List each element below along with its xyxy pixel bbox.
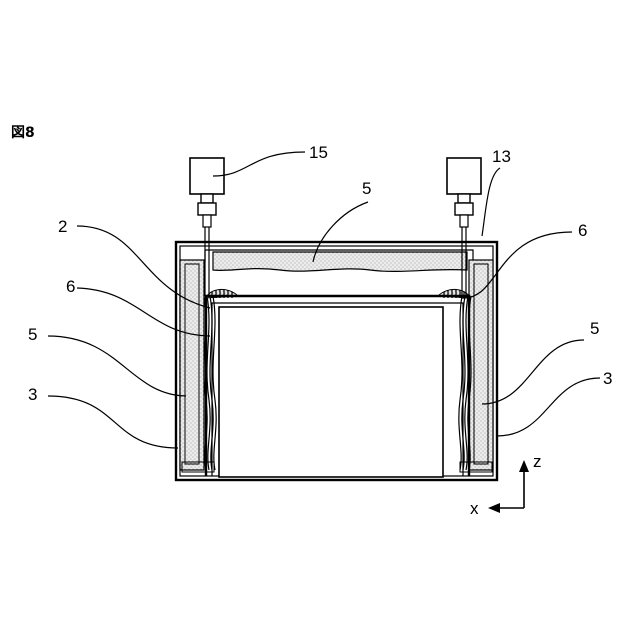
label-gap-filler-right: 6 — [578, 221, 587, 240]
x-arrow-icon — [488, 503, 500, 513]
label-container-left: 3 — [28, 385, 37, 404]
label-side-filler-left: 5 — [28, 325, 37, 344]
axis-label-z: z — [533, 452, 542, 471]
z-arrow-icon — [519, 460, 529, 472]
label-top-filler: 5 — [362, 179, 371, 198]
label-container-right: 3 — [603, 369, 612, 388]
label-sensor-right: 13 — [492, 147, 511, 166]
label-inner-object: 2 — [58, 217, 67, 236]
axis-label-x: x — [470, 499, 479, 518]
figure-title: 図8 — [11, 125, 35, 141]
top-filler — [213, 252, 467, 271]
inner-object — [206, 296, 469, 477]
label-gap-filler-left: 6 — [66, 277, 75, 296]
label-side-filler-right: 5 — [590, 319, 599, 338]
label-sensor-left: 15 — [309, 143, 328, 162]
